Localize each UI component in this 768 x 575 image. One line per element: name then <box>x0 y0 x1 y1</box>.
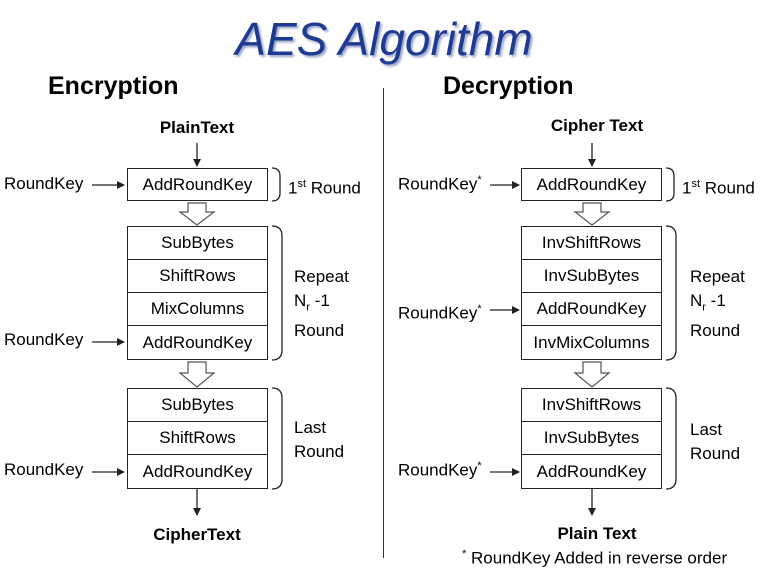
enc-last-round-label: Last Round <box>294 418 345 461</box>
dec-first-addroundkey-box: AddRoundKey <box>521 168 662 201</box>
enc-step-mixcolumns: MixColumns <box>128 293 267 326</box>
decryption-heading: Decryption <box>443 72 574 100</box>
column-divider <box>383 88 384 558</box>
dec-roundkey-label-1: RoundKey* <box>398 174 482 194</box>
enc-repeat-round-bracket <box>271 225 283 361</box>
enc-first-round-bracket <box>271 167 281 202</box>
dec-last-step-addroundkey: AddRoundKey <box>536 461 647 481</box>
enc-last-round-bracket <box>271 387 283 490</box>
dec-step-addroundkey: AddRoundKey <box>522 293 661 326</box>
dec-last-round-bracket <box>665 387 677 490</box>
dec-roundkey-label-2: RoundKey* <box>398 303 482 323</box>
dec-block-arrow-1 <box>573 202 611 226</box>
dec-repeat-round-label: Repeat Nr -1 Round <box>690 267 745 341</box>
enc-last-round-stack: SubBytes ShiftRows AddRoundKey <box>127 388 268 489</box>
enc-step-addroundkey: AddRoundKey <box>142 332 253 352</box>
dec-first-round-bracket <box>665 167 675 202</box>
encryption-input-label: PlainText <box>159 118 235 137</box>
dec-repeat-round-stack: InvShiftRows InvSubBytes AddRoundKey Inv… <box>521 226 662 360</box>
dec-step-invmixcolumns: InvMixColumns <box>533 332 650 352</box>
dec-last-step-invsubbytes: InvSubBytes <box>522 422 661 455</box>
dec-first-addroundkey-label: AddRoundKey <box>536 174 647 194</box>
footnote: * RoundKey Added in reverse order <box>462 548 728 568</box>
dec-first-round-label: 1st Round <box>682 178 755 198</box>
dec-step-invshiftrows: InvShiftRows <box>522 227 661 260</box>
page-title: AES Algorithm <box>235 13 533 65</box>
enc-last-step-subbytes: SubBytes <box>128 389 267 422</box>
encryption-heading: Encryption <box>48 72 179 100</box>
enc-last-step-addroundkey: AddRoundKey <box>142 461 253 481</box>
enc-roundkey-label-1: RoundKey <box>4 174 84 193</box>
enc-last-step-shiftrows: ShiftRows <box>128 422 267 455</box>
enc-repeat-round-label: Repeat Nr -1 Round <box>294 267 349 341</box>
encryption-output-label: CipherText <box>153 525 241 544</box>
enc-roundkey-label-2: RoundKey <box>4 330 84 349</box>
dec-step-invsubbytes: InvSubBytes <box>522 260 661 293</box>
dec-repeat-round-bracket <box>665 225 677 361</box>
dec-last-round-stack: InvShiftRows InvSubBytes AddRoundKey <box>521 388 662 489</box>
dec-last-round-label: Last Round <box>690 420 741 463</box>
dec-block-arrow-2 <box>573 361 611 388</box>
enc-step-subbytes: SubBytes <box>128 227 267 260</box>
enc-step-shiftrows: ShiftRows <box>128 260 267 293</box>
decryption-output-label: Plain Text <box>557 524 637 543</box>
enc-first-round-label: 1st Round <box>288 178 361 198</box>
decryption-input-label: Cipher Text <box>550 116 644 135</box>
enc-first-addroundkey-label: AddRoundKey <box>142 174 253 194</box>
dec-last-step-invshiftrows: InvShiftRows <box>522 389 661 422</box>
dec-roundkey-label-3: RoundKey* <box>398 460 482 480</box>
enc-repeat-round-stack: SubBytes ShiftRows MixColumns AddRoundKe… <box>127 226 268 360</box>
enc-block-arrow-2 <box>178 361 216 388</box>
enc-block-arrow-1 <box>178 202 216 226</box>
enc-first-addroundkey-box: AddRoundKey <box>127 168 268 201</box>
enc-roundkey-label-3: RoundKey <box>4 460 84 479</box>
